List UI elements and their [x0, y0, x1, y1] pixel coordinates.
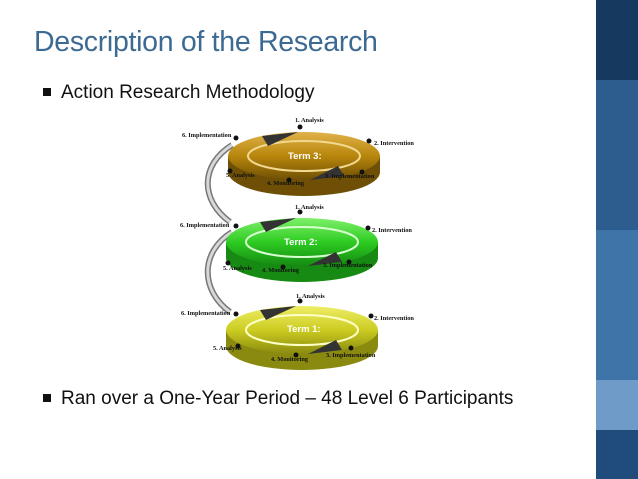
- term2-step-label: 5. Analysis: [223, 265, 252, 272]
- term1-step-label: 1. Analysis: [296, 293, 325, 300]
- term1-step-label: 6. Implementation: [181, 310, 231, 317]
- term3-step-label: 6. Implementation: [182, 132, 232, 139]
- term2-disc: Term 2:: [226, 218, 378, 282]
- term3-step-label: 2. Intervention: [374, 140, 414, 147]
- step-dot: [367, 139, 372, 144]
- term1-label: Term 1:: [287, 324, 321, 335]
- term2-step-label: 3. Implementation: [323, 262, 373, 269]
- term2-step-label: 6. Implementation: [180, 222, 230, 229]
- term1-step-label: 4. Monitoring: [271, 356, 309, 363]
- term2-step-label: 2. Intervention: [372, 227, 412, 234]
- step-dot: [366, 226, 371, 231]
- step-dot: [369, 314, 374, 319]
- step-dot: [234, 136, 239, 141]
- term1-step-label: 2. Intervention: [374, 315, 414, 322]
- term1-step-label: 3. Implementation: [326, 352, 376, 359]
- term1-step-label: 5. Analysis: [213, 345, 242, 352]
- term3-step-label: 1. Analysis: [295, 117, 324, 124]
- term3-step-label: 5. Analysis: [226, 172, 255, 179]
- term3-step-label: 4. Monitoring: [267, 180, 305, 187]
- term3-label: Term 3:: [288, 151, 322, 162]
- step-dot: [234, 224, 239, 229]
- step-dot: [298, 125, 303, 130]
- term2-label: Term 2:: [284, 237, 318, 248]
- step-dot: [234, 312, 239, 317]
- term2-step-label: 4. Monitoring: [262, 267, 300, 274]
- step-dot: [349, 346, 354, 351]
- term3-step-label: 3. Implementation: [325, 173, 375, 180]
- term2-step-label: 1. Analysis: [295, 204, 324, 211]
